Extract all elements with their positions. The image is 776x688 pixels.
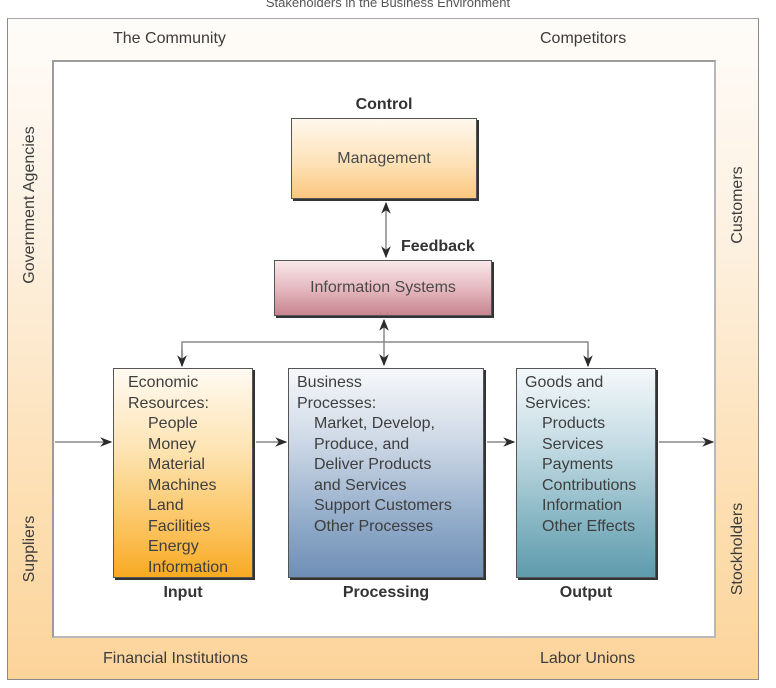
processing-item: Market, Develop, (314, 415, 435, 432)
processing-heading-1: Business (297, 374, 362, 391)
processing-box: Business Processes: Market, Develop, Pro… (288, 368, 484, 578)
input-item: People (148, 415, 198, 432)
output-item: Services (542, 435, 604, 453)
management-box: Management (291, 118, 477, 199)
output-heading-2: Services: (525, 394, 591, 412)
stakeholder-competitors: Competitors (540, 30, 627, 47)
processing-item: Support Customers (314, 497, 452, 514)
output-item: Payments (542, 456, 614, 473)
diagram-title: Stakeholders in the Business Environment (265, 0, 511, 10)
processing-label: Processing (342, 584, 430, 601)
input-item: Money (148, 435, 197, 453)
control-label: Control (355, 96, 413, 113)
processing-item: and Services (314, 476, 407, 494)
stakeholder-community: The Community (113, 30, 226, 47)
input-item: Material (148, 456, 205, 473)
stakeholder-labor-unions: Labor Unions (540, 650, 636, 667)
output-box: Goods and Services: Products Services Pa… (516, 368, 656, 578)
stakeholder-financial-institutions: Financial Institutions (103, 650, 248, 667)
input-item: Machines (148, 476, 217, 494)
input-item: Facilities (148, 517, 211, 535)
processing-item: Produce, and (314, 435, 410, 453)
output-item: Other Effects (542, 517, 636, 535)
feedback-label: Feedback (401, 238, 475, 255)
input-item: Land (148, 497, 184, 514)
input-item: Information (148, 558, 229, 576)
processing-item: Deliver Products (314, 456, 432, 473)
input-heading-2: Resources: (128, 394, 209, 412)
output-item: Products (542, 415, 606, 432)
processing-heading-2: Processes: (297, 394, 377, 412)
output-item: Information (542, 497, 623, 514)
input-box: Economic Resources: People Money Materia… (113, 368, 253, 578)
input-heading-1: Economic (128, 374, 199, 391)
output-heading-1: Goods and (525, 374, 604, 391)
input-item: Energy (148, 538, 199, 555)
output-label: Output (559, 584, 613, 601)
management-label: Management (337, 149, 431, 167)
info-distribution-line (181, 341, 589, 366)
processing-item: Other Processes (314, 517, 434, 535)
output-item: Contributions (542, 476, 637, 494)
information-systems-box: Information Systems (274, 260, 492, 316)
input-label: Input (163, 584, 203, 601)
information-systems-label: Information Systems (310, 279, 456, 296)
